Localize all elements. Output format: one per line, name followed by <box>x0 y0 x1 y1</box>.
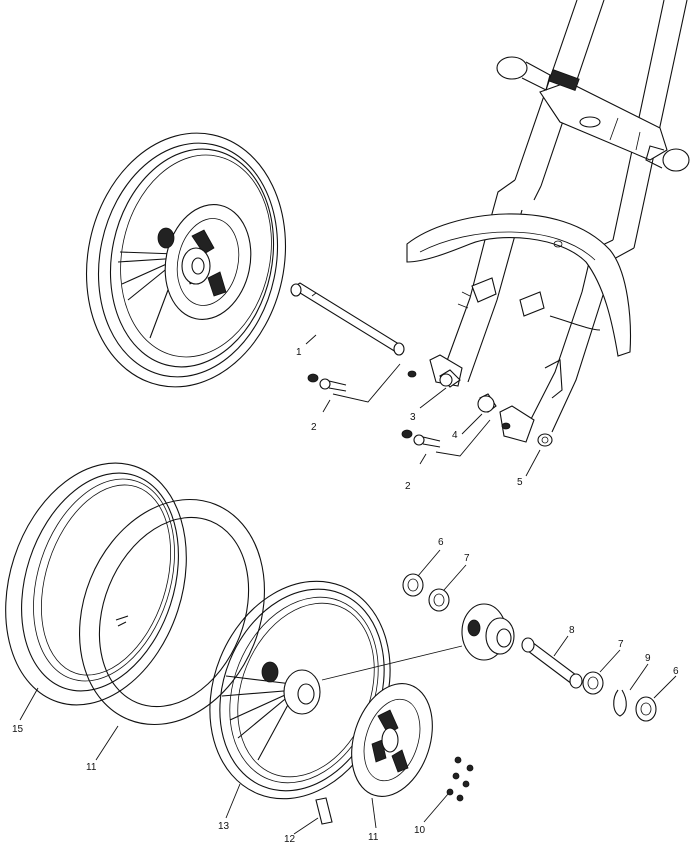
brake-disc <box>351 683 433 797</box>
disc-bolts <box>446 756 474 802</box>
wheel-hub <box>461 603 515 661</box>
valve-stem <box>315 797 333 825</box>
hub-spacer-tube <box>521 637 583 689</box>
callout-6-right: 6 <box>673 666 679 677</box>
callout-numbers: 1 2 3 4 5 2 6 7 8 7 9 6 15 11 13 12 11 1… <box>12 347 679 842</box>
callout-12: 12 <box>284 834 296 842</box>
pinch-bolt-upper <box>307 373 347 392</box>
hub-seal-right <box>635 696 657 722</box>
axle-nut <box>537 433 553 447</box>
tire <box>5 462 187 706</box>
hub-seal-left <box>402 573 424 597</box>
pinch-bolt-lower <box>401 429 441 448</box>
callout-8: 8 <box>569 625 575 636</box>
callout-2-upper: 2 <box>311 422 317 433</box>
hub-bearing-right <box>582 671 604 695</box>
axle-spacer-left <box>439 369 461 388</box>
callout-11-disc: 11 <box>368 832 379 842</box>
axle-spacer-right <box>477 393 497 413</box>
callout-11-tube: 11 <box>86 762 97 773</box>
callout-15: 15 <box>12 724 24 735</box>
front-axle <box>290 282 405 356</box>
inner-tube <box>79 498 265 726</box>
front-fork-assembly <box>406 0 690 443</box>
callout-2-lower: 2 <box>405 481 411 492</box>
callout-7-right: 7 <box>618 639 624 650</box>
leader-lines <box>19 334 677 835</box>
callout-7-left: 7 <box>464 553 470 564</box>
callout-13: 13 <box>218 821 230 832</box>
callout-5: 5 <box>517 477 523 488</box>
callout-1: 1 <box>296 347 302 358</box>
callout-3: 3 <box>410 412 416 423</box>
callout-10: 10 <box>414 825 426 836</box>
callout-6-left: 6 <box>438 537 444 548</box>
snap-ring <box>613 689 627 717</box>
callout-9: 9 <box>645 653 651 664</box>
hub-bearing-left <box>428 588 450 612</box>
assembled-front-wheel <box>85 132 287 388</box>
callout-4: 4 <box>452 430 458 441</box>
